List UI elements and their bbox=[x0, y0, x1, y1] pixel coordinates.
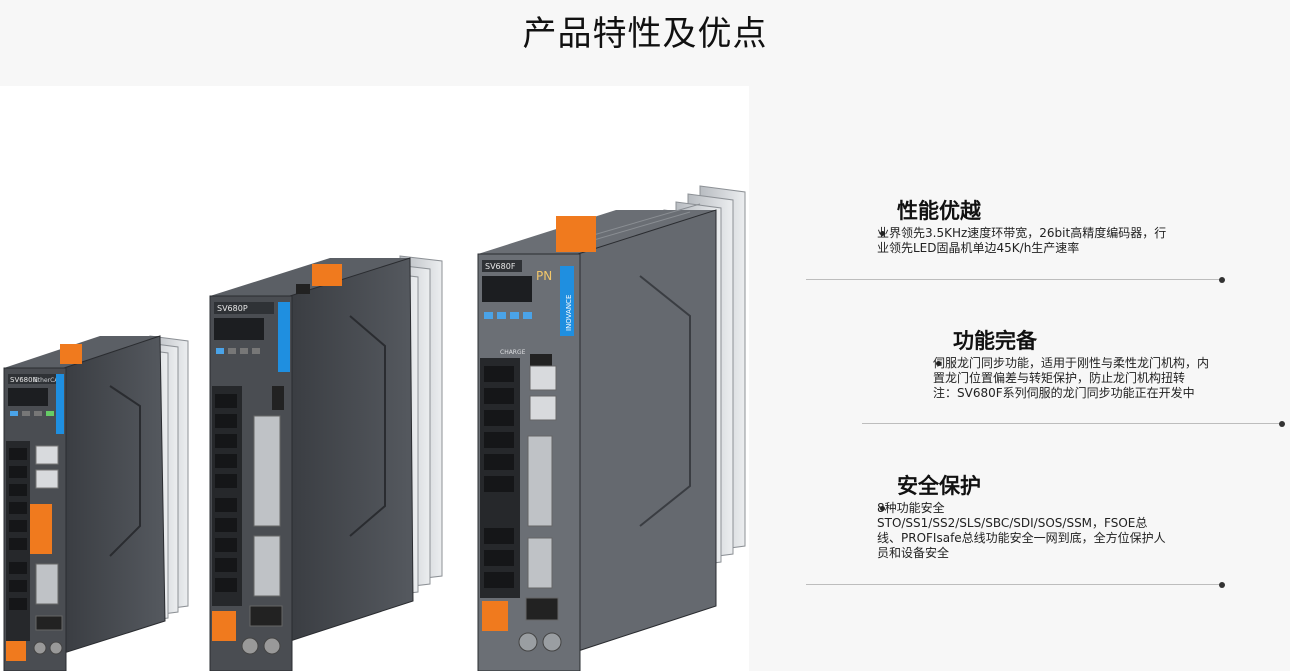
feature-bullets: 8种功能安全 STO/SS1/SS2/SLS/SBC/SDI/SOS/SSM，F… bbox=[877, 501, 1166, 561]
small-drive-brand-label: SV680N bbox=[10, 376, 38, 384]
page-title: 产品特性及优点 bbox=[522, 14, 768, 54]
feature-performance: 性能优越 业界领先3.5KHz速度环带宽，26bit高精度编码器，行 业领先LE… bbox=[877, 198, 1166, 256]
feature-safety-divider bbox=[806, 582, 1226, 588]
feature-title: 功能完备 bbox=[953, 329, 1037, 353]
feature-bullet: 伺服龙门同步功能，适用于刚性与柔性龙门机构，内 置龙门位置偏差与转矩保护，防止龙… bbox=[933, 356, 1210, 400]
small-drive-model-label: EtherCAT bbox=[34, 377, 62, 384]
feature-safety: 安全保护 8种功能安全 STO/SS1/SS2/SLS/SBC/SDI/SOS/… bbox=[877, 473, 1166, 561]
feature-bullets: 业界领先3.5KHz速度环带宽，26bit高精度编码器，行 业领先LED固晶机单… bbox=[877, 226, 1166, 256]
vendor-label: INOVANCE bbox=[565, 295, 573, 331]
large-servo-drive: SV680F PN INOVANCE CHARGE bbox=[477, 185, 746, 671]
feature-bullet: 业界领先3.5KHz速度环带宽，26bit高精度编码器，行 业领先LED固晶机单… bbox=[877, 226, 1167, 255]
feature-function: 功能完备 伺服龙门同步功能，适用于刚性与柔性龙门机构，内 置龙门位置偏差与转矩保… bbox=[933, 328, 1209, 401]
feature-bullets: 伺服龙门同步功能，适用于刚性与柔性龙门机构，内 置龙门位置偏差与转矩保护，防止龙… bbox=[933, 356, 1209, 401]
charge-label: CHARGE bbox=[500, 349, 526, 356]
feature-bullet: 8种功能安全 STO/SS1/SS2/SLS/SBC/SDI/SOS/SSM，F… bbox=[877, 501, 1166, 560]
medium-drive-brand-label: SV680P bbox=[217, 304, 248, 313]
medium-servo-drive: SV680P bbox=[209, 255, 443, 671]
feature-title: 性能优越 bbox=[897, 199, 981, 223]
servo-drives-illustration: SV680N EtherCAT bbox=[3, 185, 746, 671]
small-servo-drive: SV680N EtherCAT bbox=[3, 335, 189, 671]
feature-performance-divider bbox=[806, 277, 1226, 283]
product-image: SV680N EtherCAT bbox=[0, 86, 749, 671]
large-drive-protocol-label: PN bbox=[536, 269, 552, 283]
feature-title: 安全保护 bbox=[897, 474, 981, 498]
large-drive-brand-label: SV680F bbox=[485, 262, 516, 271]
feature-function-divider bbox=[862, 421, 1286, 427]
